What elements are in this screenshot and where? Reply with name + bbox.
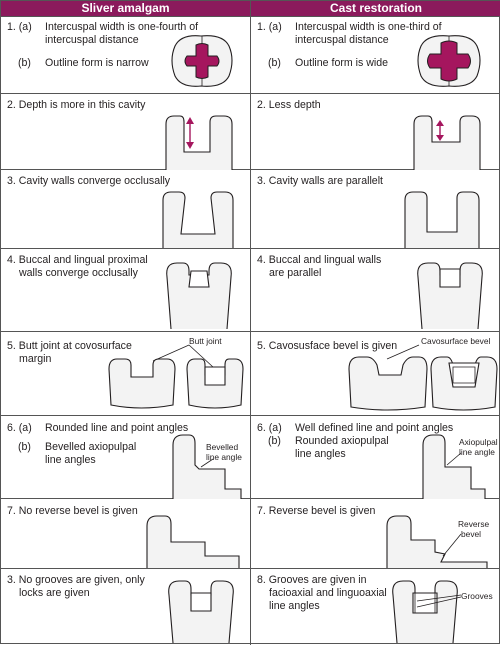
row-divider: [1, 169, 500, 170]
label-reverse-bevel-1: Reverse: [458, 519, 490, 529]
label-butt-joint: Butt joint: [189, 336, 222, 346]
right-r1a-num: 1. (a): [257, 21, 282, 33]
left-r8a-text: 3. No grooves are given, only: [7, 574, 145, 586]
left-r5b-text: margin: [19, 353, 52, 365]
right-r5-text: 5. Cavosusface bevel is given: [257, 340, 398, 352]
label-cavosurface-bevel: Cavosurface bevel: [421, 336, 491, 346]
tooth-converging-walls-diagram: [162, 191, 234, 248]
row-divider: [1, 498, 500, 499]
row-divider: [1, 331, 500, 332]
column-divider: [250, 1, 251, 645]
left-r8b-text: locks are given: [19, 587, 90, 599]
tooth-cavosurface-bevel-diagram: [348, 344, 498, 411]
left-r6b-text: Bevelled axiopulpal: [45, 441, 137, 453]
left-r4b-text: walls converge occlusally: [19, 267, 138, 279]
tooth-wide-outline-diagram: [417, 35, 481, 87]
label-axiopulpal-line-angle-1: Axiopulpal: [459, 437, 498, 447]
row-divider: [1, 415, 500, 416]
header-silver-amalgam: Sliver amalgam: [1, 1, 250, 16]
tooth-deep-cavity-diagram: [165, 115, 233, 170]
row-divider: [1, 93, 500, 94]
left-r2-text: 2. Depth is more in this cavity: [7, 99, 146, 111]
tooth-shallow-cavity-diagram: [413, 115, 481, 170]
left-r1a-cont: intercuspal distance: [45, 34, 139, 46]
right-r1b-num: (b): [268, 57, 281, 69]
label-axiopulpal-line-angle-2: line angle: [459, 447, 495, 457]
tooth-narrow-outline-diagram: [171, 35, 233, 87]
right-r6b-text: Rounded axiopulpal: [295, 435, 389, 447]
tooth-rounded-axiopulpal-diagram: [422, 434, 486, 499]
right-r6a-text: Well defined line and point angles: [295, 422, 454, 434]
left-r1b-text: Outline form is narrow: [45, 57, 149, 69]
right-r7-text: 7. Reverse bevel is given: [257, 505, 376, 517]
label-grooves: Grooves: [461, 591, 493, 601]
tooth-butt-joint-diagram: [108, 344, 244, 409]
left-r6b-num: (b): [18, 441, 31, 453]
left-r6a-num: 6. (a): [7, 422, 32, 434]
tooth-parallel-walls-diagram: [404, 191, 480, 248]
right-r8b-text: facioaxial and linguoaxial: [269, 587, 387, 599]
left-r6a-text: Rounded line and point angles: [45, 422, 189, 434]
label-reverse-bevel-2: bevel: [461, 529, 482, 539]
tooth-locks-only-diagram: [168, 580, 234, 644]
right-r6b-cont: line angles: [295, 448, 346, 460]
row-divider: [1, 568, 500, 569]
row-divider: [1, 248, 500, 249]
left-r1b-num: (b): [18, 57, 31, 69]
left-r7-text: 7. No reverse bevel is given: [7, 505, 138, 517]
tooth-converging-proximal-walls-diagram: [166, 262, 232, 330]
right-r2-text: 2. Less depth: [257, 99, 321, 111]
row-divider: [1, 16, 500, 17]
left-r5a-text: 5. Butt joint at covosurface: [7, 340, 132, 352]
right-r4a-text: 4. Buccal and lingual walls: [257, 254, 382, 266]
tooth-grooves-diagram: [392, 580, 462, 644]
tooth-parallel-proximal-walls-diagram: [417, 262, 483, 330]
label-bevelled-line-angle-2: line angle: [206, 452, 242, 462]
right-r1a-text: Intercuspal width is one-third of: [295, 21, 442, 33]
left-r1a-text: Intercuspal width is one-fourth of: [45, 21, 199, 33]
tooth-reverse-bevel-diagram: [386, 515, 488, 568]
right-r4b-text: are parallel: [269, 267, 322, 279]
right-r1a-cont: intercuspal distance: [295, 34, 389, 46]
tooth-bevelled-axiopulpal-diagram: [172, 434, 242, 499]
right-r6b-num: (b): [268, 435, 281, 447]
right-r8c-text: line angles: [269, 600, 320, 612]
right-r8a-text: 8. Grooves are given in: [257, 574, 367, 586]
right-r6a-num: 6. (a): [257, 422, 282, 434]
label-bevelled-line-angle-1: Bevelled: [206, 442, 239, 452]
right-r3-text: 3. Cavity walls are parallelt: [257, 175, 383, 187]
left-r1a-num: 1. (a): [7, 21, 32, 33]
right-r1b-text: Outline form is wide: [295, 57, 389, 69]
left-r4a-text: 4. Buccal and lingual proximal: [7, 254, 148, 266]
header-cast-restoration: Cast restoration: [251, 1, 500, 16]
left-r3-text: 3. Cavity walls converge occlusally: [7, 175, 171, 187]
left-r6b-cont: line angles: [45, 454, 96, 466]
tooth-no-reverse-bevel-diagram: [146, 515, 240, 568]
